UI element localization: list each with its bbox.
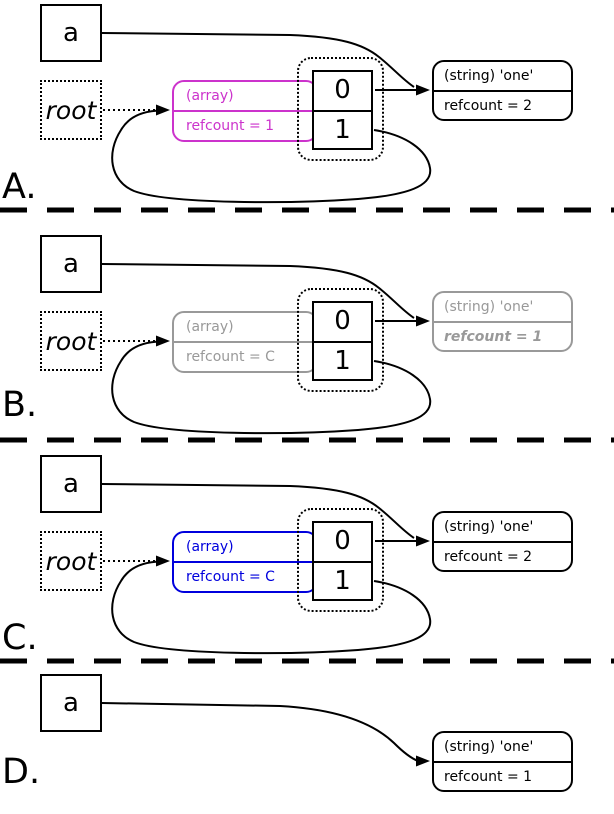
array-cells: 0 1 <box>312 70 373 150</box>
variable-label: a <box>63 249 79 279</box>
edge-cell1-loop-to-array-C <box>111 560 432 655</box>
string-type-label: (string) 'one' <box>434 513 571 543</box>
array-cells-outline <box>297 508 384 612</box>
variable-box-a: a <box>40 235 102 293</box>
array-refcount-label: refcount = 1 <box>186 118 275 134</box>
panel-label-D: D. <box>2 752 41 792</box>
array-cell-1: 1 <box>334 115 351 145</box>
variable-box-a: a <box>40 674 102 732</box>
string-node: (string) 'one' refcount = 1 <box>432 731 573 792</box>
array-type-label: (array) <box>174 533 316 563</box>
arrowheads <box>156 84 430 767</box>
string-refcount-label: refcount = 1 <box>444 769 533 785</box>
root-box: root <box>40 311 102 371</box>
edge-lines <box>101 32 432 762</box>
edge-cell1-loop-to-array-B <box>111 340 432 435</box>
array-type-label: (array) <box>174 82 316 112</box>
array-cell-1: 1 <box>334 566 351 596</box>
edge-a-to-string-A <box>101 32 415 88</box>
string-node: (string) 'one' refcount = 2 <box>432 60 573 121</box>
array-cell-1: 1 <box>334 346 351 376</box>
array-cell-0: 0 <box>314 303 371 343</box>
root-label: root <box>45 95 97 125</box>
string-type-label: (string) 'one' <box>434 733 571 763</box>
string-type-label: (string) 'one' <box>434 62 571 92</box>
panel-label-B: B. <box>2 385 38 425</box>
panel-D: a (string) 'one' refcount = 1 D. <box>0 670 614 814</box>
array-cells: 0 1 <box>312 301 373 381</box>
array-refcount-label: refcount = C <box>186 349 275 365</box>
arrowhead-array-B <box>156 335 170 347</box>
arrowhead-string-B <box>416 315 430 327</box>
array-node: (array) refcount = 1 <box>172 80 318 142</box>
string-node: (string) 'one' refcount = 1 <box>432 291 573 352</box>
root-label: root <box>45 326 97 356</box>
panel-B: a root (array) refcount = C 0 1 (string)… <box>0 231 614 440</box>
variable-label: a <box>63 469 79 499</box>
root-label: root <box>45 546 97 576</box>
array-cells: 0 1 <box>312 521 373 601</box>
arrowhead-string-C <box>416 535 430 547</box>
variable-box-a: a <box>40 4 102 62</box>
edge-a-to-string-C <box>101 483 415 539</box>
edge-a-to-string-B <box>101 263 415 319</box>
root-box: root <box>40 531 102 591</box>
arrowhead-array-A <box>156 104 170 116</box>
variable-label: a <box>63 18 79 48</box>
string-refcount-label: refcount = 2 <box>444 98 533 114</box>
variable-label: a <box>63 688 79 718</box>
panel-A: a root (array) refcount = 1 0 1 (string)… <box>0 0 614 210</box>
array-refcount-label: refcount = C <box>186 569 275 585</box>
panel-C: a root (array) refcount = C 0 1 (string)… <box>0 451 614 661</box>
panel-label-C: C. <box>2 618 38 658</box>
string-type-label: (string) 'one' <box>434 293 571 323</box>
array-node: (array) refcount = C <box>172 531 318 593</box>
string-refcount-label: refcount = 2 <box>444 549 533 565</box>
arrowhead-string-D <box>416 755 430 767</box>
array-type-label: (array) <box>174 313 316 343</box>
root-box: root <box>40 80 102 140</box>
string-node: (string) 'one' refcount = 2 <box>432 511 573 572</box>
edge-a-to-string-D <box>101 702 419 762</box>
arrowhead-string-A <box>416 84 430 96</box>
array-cell-0: 0 <box>314 523 371 563</box>
array-cell-0: 0 <box>314 72 371 112</box>
array-cells-outline <box>297 57 384 161</box>
panel-label-A: A. <box>2 167 37 207</box>
array-cells-outline <box>297 288 384 392</box>
edge-cell1-loop-to-array-A <box>111 109 432 204</box>
panel-separators <box>0 207 614 664</box>
arrowhead-array-C <box>156 555 170 567</box>
variable-box-a: a <box>40 455 102 513</box>
string-refcount-label: refcount = 1 <box>444 329 543 345</box>
array-node: (array) refcount = C <box>172 311 318 373</box>
